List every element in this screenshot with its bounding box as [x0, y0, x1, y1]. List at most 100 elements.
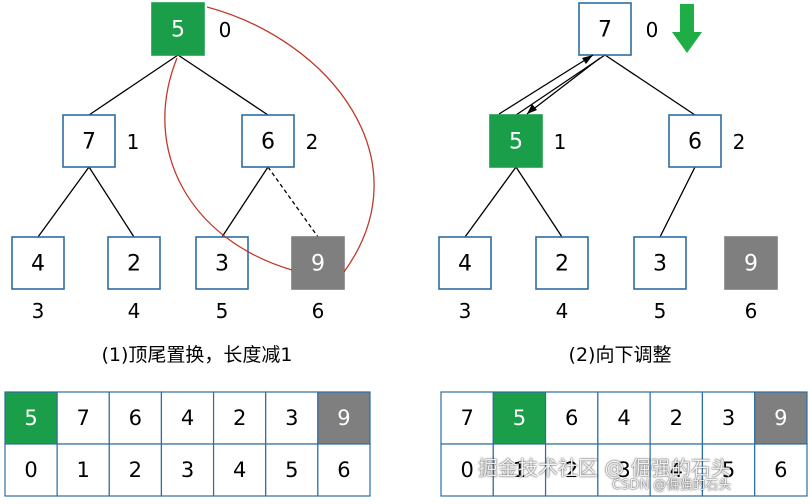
tree-node-value: 6 — [261, 130, 275, 155]
swap-curve-inner — [164, 57, 293, 271]
tree-node-index: 6 — [312, 299, 325, 323]
array-index-cell — [544, 443, 599, 497]
arrow-head-down — [527, 104, 537, 114]
array-index: 4 — [670, 458, 683, 482]
array-value: 2 — [670, 406, 683, 430]
tree-node-index: 4 — [556, 299, 569, 323]
array-index: 3 — [181, 458, 194, 482]
tree-node-box — [151, 2, 205, 56]
sift-arrow-line-down — [526, 57, 601, 115]
tree-node-value: 5 — [171, 18, 185, 43]
tree-node-value: 6 — [688, 130, 702, 155]
array-value-cell — [108, 391, 163, 445]
array-value: 5 — [24, 406, 37, 430]
tree-edge — [88, 54, 179, 116]
array-value: 4 — [617, 406, 630, 430]
array-index: 2 — [565, 458, 578, 482]
watermark-primary: 掘金技术社区 @ 倔强的石头 — [478, 456, 731, 480]
array-value-cell — [440, 391, 494, 445]
array-index-cell — [492, 443, 547, 497]
array-index-cell — [212, 443, 267, 497]
arrow-head-up — [582, 55, 593, 64]
tree-node-index: 5 — [216, 299, 229, 323]
tree-node-box — [535, 236, 589, 290]
tree-node-box — [11, 236, 65, 290]
array-value-cell — [160, 391, 215, 445]
tree-node-index: 1 — [554, 130, 567, 154]
tree-node-index: 6 — [745, 299, 758, 323]
array-index: 1 — [513, 458, 526, 482]
tree-node-value: 7 — [82, 130, 96, 155]
array-value-cell — [317, 391, 371, 445]
tree-node-value: 3 — [653, 252, 667, 277]
array-index-cell — [108, 443, 163, 497]
tree-edge — [515, 166, 563, 238]
tree-edge — [659, 166, 696, 238]
tree-node-value: 2 — [555, 252, 569, 277]
array-value: 7 — [77, 406, 90, 430]
array-value-cell — [265, 391, 319, 445]
sift-arrow-line-up — [498, 54, 594, 115]
array-value: 2 — [233, 406, 246, 430]
tree-node-box — [438, 236, 492, 290]
array-index-cell — [597, 443, 651, 497]
array-value-cell — [701, 391, 756, 445]
tree-node-value: 2 — [127, 252, 141, 277]
tree-node-index: 3 — [32, 299, 45, 323]
tree-node-box — [489, 114, 543, 168]
array-value: 7 — [460, 406, 473, 430]
array-value: 6 — [565, 406, 578, 430]
tree-edge — [37, 166, 90, 238]
tree-node-value: 3 — [215, 252, 229, 277]
tree-node-box — [578, 2, 632, 56]
array-index: 2 — [129, 458, 142, 482]
tree-node-index: 4 — [128, 299, 141, 323]
array-value-cell — [492, 391, 547, 445]
down-arrow-icon — [672, 4, 702, 53]
array-index: 5 — [285, 458, 298, 482]
tree-node-index: 0 — [646, 18, 659, 42]
tree-edge — [177, 54, 269, 116]
array-index-cell — [440, 443, 494, 497]
array-index: 1 — [77, 458, 90, 482]
tree-node-index: 2 — [306, 130, 319, 154]
tree-node-box — [633, 236, 687, 290]
swap-curve-outer — [206, 6, 375, 273]
tree-node-box — [241, 114, 295, 168]
array-index-cell — [317, 443, 371, 497]
tree-node-box — [668, 114, 722, 168]
tree-node-value: 9 — [311, 252, 325, 277]
tree-node-value: 9 — [744, 252, 758, 277]
array-value-cell — [754, 391, 808, 445]
tree-edge — [221, 166, 269, 238]
array-index: 3 — [617, 458, 630, 482]
array-value: 3 — [722, 406, 735, 430]
tree-node-index: 1 — [127, 130, 140, 154]
tree-node-box — [724, 236, 778, 290]
tree-node-value: 4 — [458, 252, 472, 277]
array-value-cell — [597, 391, 651, 445]
tree-node-index: 3 — [459, 299, 472, 323]
tree-node-index: 2 — [733, 130, 746, 154]
array-value-cell — [649, 391, 704, 445]
tree-node-index: 0 — [219, 18, 232, 42]
tree-node-box — [195, 236, 249, 290]
array-value: 5 — [513, 406, 526, 430]
array-index: 4 — [233, 458, 246, 482]
tree-node-box — [62, 114, 116, 168]
array-value: 4 — [181, 406, 194, 430]
panel-caption: (1)顶尾置换，长度减1 — [101, 344, 292, 366]
tree-node-value: 7 — [598, 18, 612, 43]
tree-node-box — [291, 236, 345, 290]
array-index-cell — [754, 443, 808, 497]
array-index: 0 — [24, 458, 37, 482]
array-value-cell — [212, 391, 267, 445]
tree-node-value: 4 — [31, 252, 45, 277]
array-value: 9 — [337, 406, 350, 430]
tree-edge — [88, 166, 135, 238]
array-index: 5 — [722, 458, 735, 482]
tree-node-index: 5 — [654, 299, 667, 323]
array-index: 6 — [774, 458, 787, 482]
